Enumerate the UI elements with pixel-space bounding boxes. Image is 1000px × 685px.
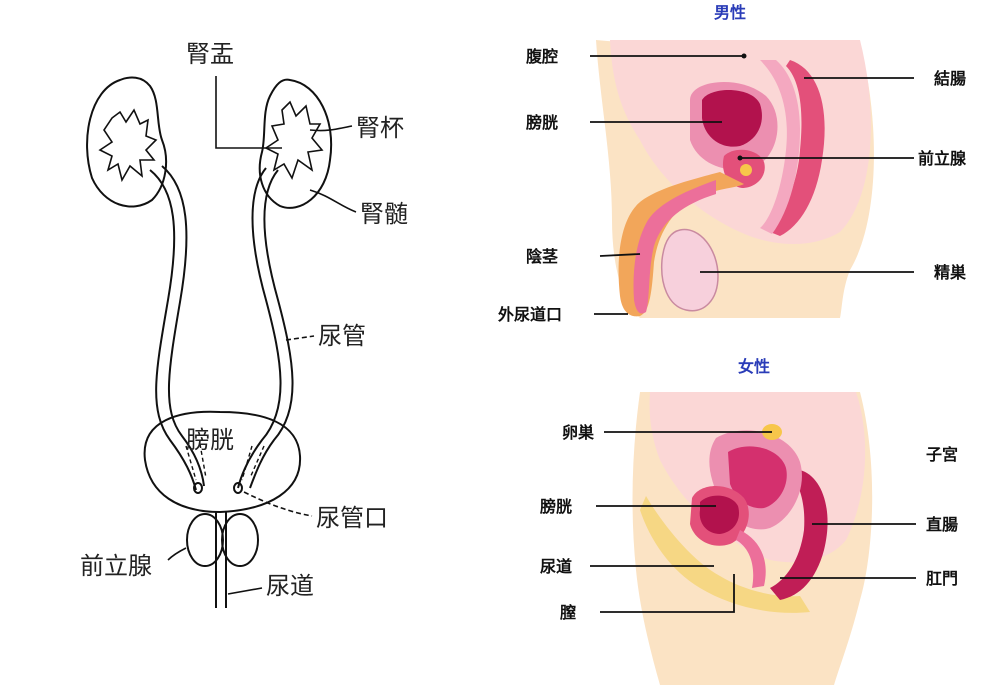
label-female-ovary: 卵巣 <box>562 423 595 442</box>
label-male-external-urethral-orifice: 外尿道口 <box>497 305 562 324</box>
female-title: 女性 <box>738 357 770 376</box>
male-title: 男性 <box>714 3 746 22</box>
label-male-bladder: 膀胱 <box>526 113 558 132</box>
right-kidney <box>260 80 331 208</box>
left-calyx <box>100 110 156 180</box>
label-prostate: 前立腺 <box>80 552 152 580</box>
prostate-lobe-right <box>222 514 258 566</box>
label-female-anus: 肛門 <box>926 569 958 588</box>
renal-pelvis-leader <box>216 76 282 148</box>
label-male-peritoneal-cavity: 腹腔 <box>526 47 558 66</box>
label-ureteral-orifice: 尿管口 <box>316 504 388 532</box>
label-renal-pelvis: 腎盂 <box>186 40 234 68</box>
label-female-uterus: 子宮 <box>926 445 958 464</box>
right-calyx <box>266 102 322 178</box>
label-female-bladder: 膀胱 <box>540 497 572 516</box>
label-male-penis: 陰茎 <box>526 247 558 266</box>
label-female-urethra: 尿道 <box>540 557 572 576</box>
male-diagram <box>590 40 914 318</box>
label-bladder: 膀胱 <box>186 426 234 454</box>
label-female-rectum: 直腸 <box>926 515 958 534</box>
female-diagram <box>590 392 916 685</box>
label-parenchyma: 腎髄 <box>360 200 408 228</box>
label-urethra: 尿道 <box>266 572 314 600</box>
label-female-vagina: 膣 <box>560 603 576 622</box>
label-male-prostate: 前立腺 <box>918 149 967 168</box>
label-male-colon: 結腸 <box>934 69 966 88</box>
label-ureter: 尿管 <box>318 322 366 350</box>
label-male-testis: 精巣 <box>934 263 967 282</box>
label-calyx: 腎杯 <box>356 114 404 142</box>
prostate-lobe-left <box>187 514 223 566</box>
